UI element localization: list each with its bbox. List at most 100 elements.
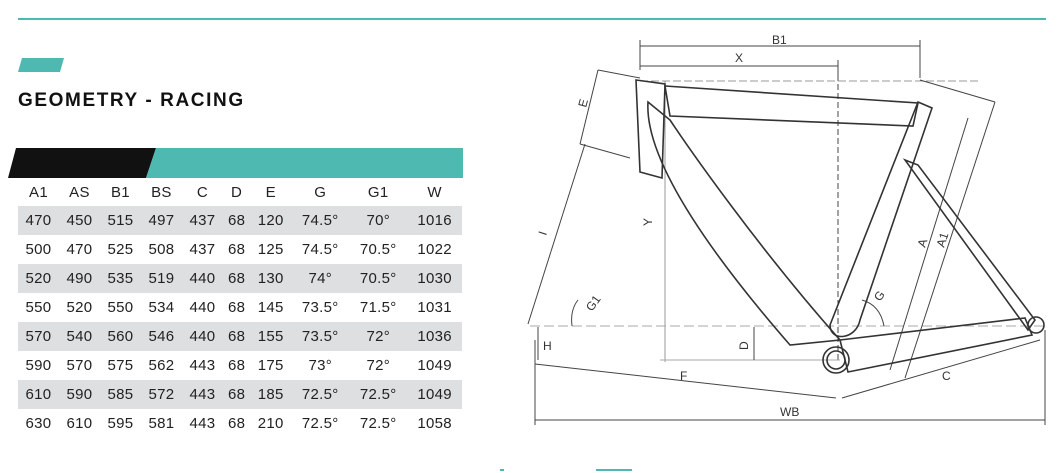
table-cell: 515	[99, 206, 141, 235]
table-cell: 581	[148, 415, 175, 432]
head-tube	[635, 79, 666, 180]
table-cell: 73.5°	[301, 299, 339, 316]
i-dimension-line	[527, 143, 586, 325]
table-cell: 437	[189, 241, 216, 258]
label-a: A	[915, 237, 931, 249]
table-cell: 68	[222, 264, 251, 293]
table-cell: 560	[99, 322, 141, 351]
table-cell: 497	[140, 206, 182, 235]
extension-line	[597, 69, 641, 79]
top-accent-rule	[18, 18, 1046, 20]
label-g1: G1	[583, 292, 604, 313]
extension-line	[579, 143, 631, 159]
label-e: E	[575, 97, 591, 108]
bike-frame	[635, 79, 1045, 374]
column-header: G1	[367, 183, 389, 201]
table-cell: 590	[58, 380, 100, 409]
table-cell: 519	[140, 264, 182, 293]
table-cell: 74.5°	[291, 206, 350, 235]
table-cell: 68	[227, 415, 246, 432]
table-cell: 546	[140, 322, 182, 351]
table-cell: 550	[25, 299, 52, 316]
table-cell: 550	[107, 299, 134, 316]
table-cell: 74.5°	[301, 241, 339, 258]
label-x: X	[735, 51, 743, 65]
table-cell: 175	[257, 357, 284, 374]
table-cell: 73.5°	[291, 322, 350, 351]
table-cell: 440	[181, 264, 223, 293]
table-cell: 1049	[407, 380, 462, 409]
seat-stay	[902, 158, 1036, 332]
table-cell: 1031	[417, 299, 452, 316]
frame-geometry-diagram: B1 X E Y I A A1 G G1 H D F C WB	[527, 33, 1046, 425]
column-header: B1	[110, 183, 130, 201]
table-cell: 520	[66, 299, 93, 316]
table-cell: 72.5°	[301, 415, 339, 432]
table-cell: 500	[25, 241, 52, 258]
label-g: G	[871, 288, 888, 304]
bottom-accent-mark	[596, 469, 632, 471]
label-a1: A1	[934, 230, 952, 249]
table-cell: 470	[66, 241, 93, 258]
label-f: F	[680, 369, 687, 383]
table-cell: 534	[148, 299, 175, 316]
table-cell: 72.5°	[291, 380, 350, 409]
column-header: W	[427, 183, 442, 201]
a-dimension-line	[889, 117, 969, 371]
g-angle-arc	[861, 299, 885, 327]
table-cell: 585	[99, 380, 141, 409]
c-dimension-line	[841, 339, 1041, 399]
bottom-accent-mark	[500, 469, 504, 471]
table-cell: 71.5°	[359, 299, 397, 316]
label-y: Y	[641, 218, 655, 226]
table-cell: 68	[222, 380, 251, 409]
column-header: AS	[69, 183, 90, 201]
column-header: BS	[151, 183, 172, 201]
table-cell: 440	[181, 322, 223, 351]
table-cell: 443	[181, 380, 223, 409]
label-h: H	[543, 339, 552, 353]
table-cell: 1036	[407, 322, 462, 351]
table-cell: 72°	[366, 357, 391, 374]
table-cell: 540	[58, 322, 100, 351]
table-cell: 68	[227, 357, 246, 374]
bottom-bracket	[822, 346, 850, 374]
table-cell: 74°	[291, 264, 350, 293]
table-cell: 520	[18, 264, 59, 293]
table-cell: 68	[222, 322, 251, 351]
table-cell: 1058	[417, 415, 452, 432]
table-cell: 185	[250, 380, 292, 409]
label-b1: B1	[772, 33, 787, 47]
table-cell: 443	[189, 357, 216, 374]
rear-dropout	[1027, 316, 1045, 334]
top-tube	[664, 85, 919, 127]
g1-angle-arc	[571, 299, 579, 327]
table-cell: 1049	[417, 357, 452, 374]
label-d: D	[737, 341, 751, 350]
table-cell: 570	[66, 357, 93, 374]
table-cell: 155	[250, 322, 292, 351]
table-cell: 610	[18, 380, 59, 409]
table-cell: 130	[250, 264, 292, 293]
column-header: A1	[29, 183, 48, 201]
label-i: I	[536, 229, 550, 237]
table-cell: 72.5°	[359, 415, 397, 432]
column-header: C	[196, 183, 208, 201]
table-cell: 125	[257, 241, 284, 258]
seat-tube	[829, 100, 933, 338]
column-header: G	[314, 183, 327, 201]
table-cell: 595	[107, 415, 134, 432]
column-header: D	[231, 183, 243, 201]
page-title: GEOMETRY - RACING	[18, 90, 245, 111]
table-cell: 72.5°	[349, 380, 408, 409]
table-cell: 145	[257, 299, 284, 316]
table-cell: 70.5°	[349, 264, 408, 293]
bottom-bracket-inner	[826, 350, 846, 370]
table-cell: 590	[25, 357, 52, 374]
table-cell: 562	[148, 357, 175, 374]
